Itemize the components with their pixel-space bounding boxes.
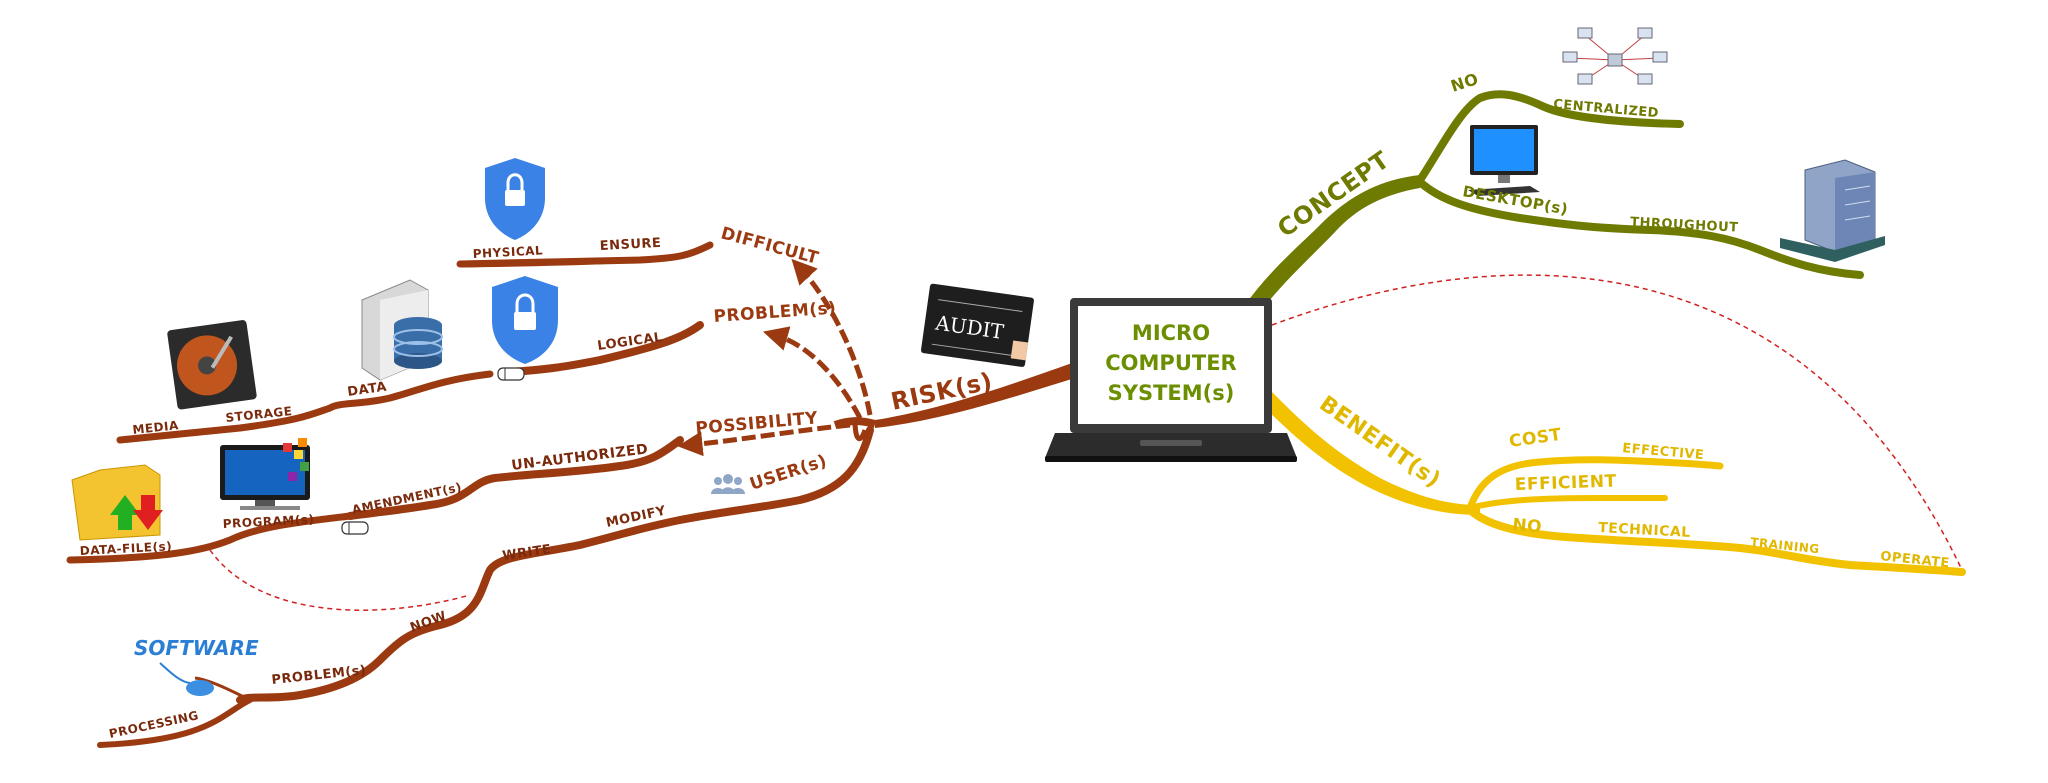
- line-data: [116, 370, 494, 444]
- folder-transfer-icon: [71, 464, 163, 541]
- line-operate: [1466, 506, 1966, 576]
- center-title-line-2: COMPUTER: [1105, 351, 1236, 375]
- software-logo-text: SOFTWARE: [134, 636, 259, 660]
- network-icon: [1562, 27, 1668, 85]
- database-server-icon: [361, 279, 443, 381]
- problems-label: PROBLEM(s): [713, 298, 837, 327]
- ensure-label: ENSURE: [599, 236, 661, 254]
- data-label: DATA: [346, 380, 387, 400]
- hard-drive-icon: [167, 320, 257, 410]
- line-problems: [506, 321, 704, 376]
- technical-label: TECHNICAL: [1598, 520, 1691, 541]
- audit-board-icon: AUDIT: [921, 283, 1034, 367]
- media-label: MEDIA: [132, 418, 180, 437]
- throughout-label: THROUGHOUT: [1630, 215, 1739, 236]
- line-programs: [66, 512, 354, 564]
- line-difficult: [456, 241, 714, 268]
- difficult-label: DIFFICULT: [719, 224, 821, 269]
- efficient-label: EFFICIENT: [1514, 471, 1617, 495]
- benefit-dashed-link: [1271, 274, 1963, 571]
- cost-label: COST: [1508, 425, 1563, 452]
- pointing-hand-icon: [341, 521, 369, 535]
- storage-label: STORAGE: [225, 404, 293, 425]
- line-desktops: [1416, 178, 1864, 279]
- arrow-to-possibility: [677, 422, 851, 457]
- programs-label: PROGRAM(s): [222, 512, 314, 531]
- arrow-to-difficult: [791, 258, 873, 416]
- benefit-no-label: NO: [1512, 515, 1543, 538]
- lock-shield-icon: [492, 276, 558, 364]
- lock-shield-icon: [485, 158, 545, 240]
- problems-2-label: PROBLEM(s): [271, 663, 367, 688]
- line-efficient: [1467, 494, 1668, 511]
- operate-label: OPERATE: [1880, 549, 1951, 571]
- physical-label: PHYSICAL: [472, 243, 543, 261]
- users-label: USER(s): [747, 451, 829, 495]
- center-title-line-1: MICRO: [1132, 321, 1210, 345]
- benefit-branch: [1262, 390, 1966, 576]
- office-building-icon: [1780, 159, 1885, 262]
- datafile-dashed-link: [209, 549, 471, 611]
- datafiles-label: DATA-FILE(s): [79, 539, 172, 558]
- desktop-computer-icon: [1468, 125, 1540, 196]
- risk-trunk: [875, 362, 1075, 428]
- line-processing: [97, 697, 253, 748]
- line-possibility: [346, 436, 684, 520]
- pointing-hand-icon: [497, 367, 525, 381]
- line-centralized: [1416, 90, 1684, 184]
- arrow-to-problems: [762, 326, 863, 420]
- line-effective: [1466, 456, 1724, 512]
- monitor-apps-icon: [220, 438, 310, 510]
- concept-no-label: NO: [1448, 69, 1481, 96]
- line-users: [236, 426, 874, 704]
- risk-branch: [66, 241, 1075, 748]
- laptop-icon: [1045, 298, 1297, 462]
- software-mouse-icon: SOFTWARE: [134, 636, 259, 696]
- write-label: WRITE: [501, 542, 552, 564]
- effective-label: EFFECTIVE: [1622, 441, 1705, 463]
- possibility-label: POSSIBILITY: [695, 408, 819, 439]
- center-title-line-3: SYSTEM(s): [1108, 381, 1235, 405]
- users-group-icon: [711, 474, 745, 494]
